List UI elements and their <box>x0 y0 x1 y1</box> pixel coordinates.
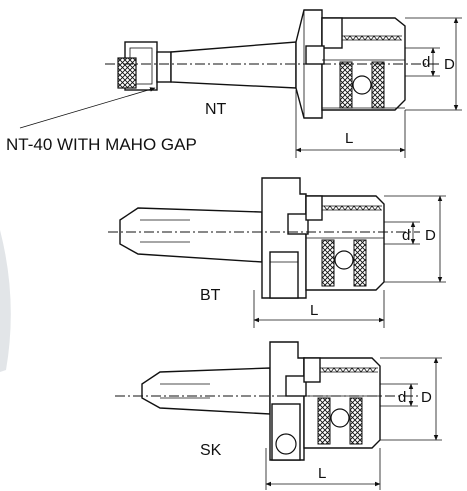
sk-knurl-band-right <box>349 397 363 445</box>
nt-knurl-band-left <box>339 61 353 109</box>
sk-L-label: L <box>318 465 326 482</box>
nt-knurl-band-right <box>371 61 385 109</box>
bt-knurl-band-left <box>321 239 335 287</box>
bt-L-label: L <box>310 302 318 319</box>
bt-tool-holder <box>108 177 446 328</box>
bt-type-label: BT <box>200 287 221 304</box>
bt-D-label: D <box>425 227 436 244</box>
nt-L-label: L <box>345 130 353 147</box>
sk-D-label: D <box>421 389 432 406</box>
nt-tool-holder <box>19 9 462 158</box>
sk-taper-shank <box>141 367 271 415</box>
bt-knurl-band-right <box>353 239 367 287</box>
nt-d-label: d <box>422 54 430 71</box>
sk-d-label: d <box>398 389 406 406</box>
sk-knurl-band-left <box>317 397 331 445</box>
nt-taper-shank <box>170 41 297 89</box>
edge-shadow <box>0 230 11 372</box>
bt-d-label: d <box>402 227 410 244</box>
sk-tool-holder <box>115 341 442 490</box>
nt-note-label: NT-40 WITH MAHO GAP <box>6 135 197 154</box>
sk-type-label: SK <box>200 442 222 459</box>
nt-maho-gap-knurl <box>117 57 137 89</box>
nt-type-label: NT <box>205 101 227 118</box>
nt-D-label: D <box>444 56 455 73</box>
bt-taper-shank <box>119 207 263 263</box>
nt-note-leader <box>19 87 156 129</box>
